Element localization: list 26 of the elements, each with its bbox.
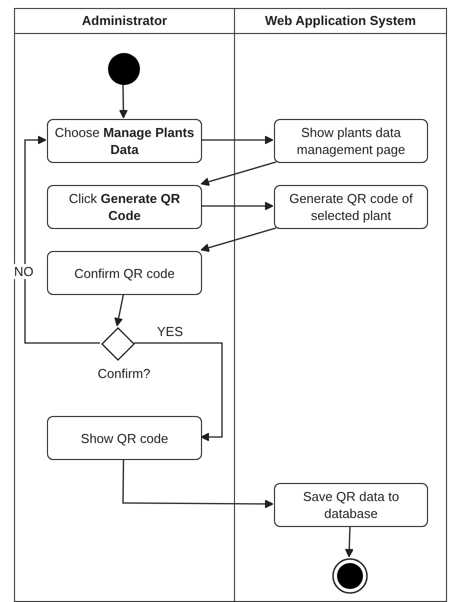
arrow xyxy=(118,84,128,118)
arrow xyxy=(201,136,274,144)
action-box: Choose Manage Plants Data xyxy=(47,119,202,163)
action-box: Confirm QR code xyxy=(47,251,202,295)
arrow xyxy=(122,459,274,508)
arrow xyxy=(200,227,276,252)
action-box: Show plants data management page xyxy=(274,119,428,163)
action-box: Save QR data to database xyxy=(274,483,428,527)
lane-header: Administrator xyxy=(80,12,168,30)
arrow xyxy=(134,342,223,442)
arrow xyxy=(201,202,274,210)
lane-header: Web Application System xyxy=(264,12,417,30)
arrow xyxy=(200,161,276,186)
arrow xyxy=(114,294,124,326)
action-box: Show QR code xyxy=(47,416,202,460)
edge-label: YES xyxy=(156,324,184,339)
action-box: Generate QR code of selected plant xyxy=(274,185,428,229)
decision-label: Confirm? xyxy=(96,366,152,381)
arrow xyxy=(24,136,100,344)
swimlane xyxy=(14,8,235,602)
edge-label: NO xyxy=(13,264,34,279)
swimlane xyxy=(234,8,447,602)
action-box: Click Generate QR Code xyxy=(47,185,202,229)
start-node xyxy=(108,53,140,85)
end-node xyxy=(332,558,368,594)
arrow xyxy=(344,526,354,558)
